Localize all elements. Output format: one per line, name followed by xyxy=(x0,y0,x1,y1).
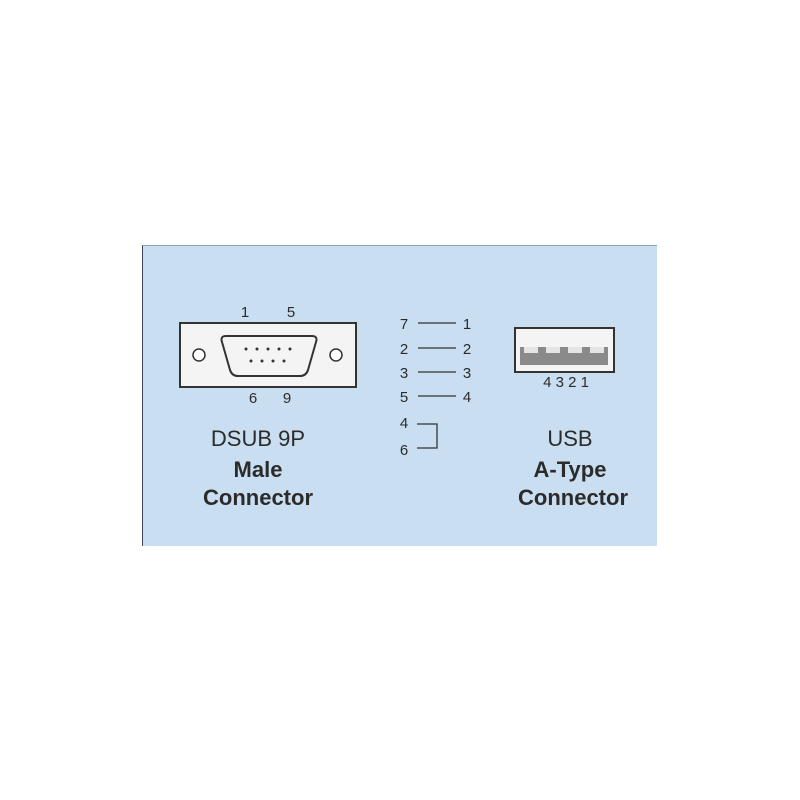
wire-4-left-pin: 5 xyxy=(400,389,408,406)
dsub-caption-title: DSUB 9P xyxy=(211,426,305,451)
dsub-caption-male: Male xyxy=(234,457,283,482)
usb-tongue xyxy=(520,347,608,365)
usb-contact-1 xyxy=(590,347,604,353)
loop-bottom-pin: 6 xyxy=(400,442,408,459)
dsub-pin-5-label: 5 xyxy=(287,304,295,321)
wire-2-left-pin: 2 xyxy=(400,341,408,358)
usb-connector: 4 3 2 1 USB A-Type Connector xyxy=(514,327,628,510)
dsub-pin-holes xyxy=(244,347,292,363)
wire-2-right-pin: 2 xyxy=(463,341,471,358)
dsub-caption-connector: Connector xyxy=(203,485,313,510)
usb-pin-labels: 4 3 2 1 xyxy=(543,374,589,391)
loop-top-pin: 4 xyxy=(400,415,408,432)
usb-contact-2 xyxy=(568,347,582,353)
dsub-mount-hole-right xyxy=(329,348,343,362)
dsub-d-shape xyxy=(220,335,318,377)
wire-1-left-pin: 7 xyxy=(400,316,408,333)
dsub-pin-9-label: 9 xyxy=(283,390,291,407)
wiring-map: 7 1 2 2 3 3 5 4 4 6 xyxy=(400,316,471,459)
dsub-connector: 1 5 6 9 DSUB 9P Male Connector xyxy=(179,304,357,510)
diagram-panel xyxy=(142,245,657,546)
usb-caption-atype: A-Type xyxy=(534,457,607,482)
usb-contact-3 xyxy=(546,347,560,353)
dsub-pin-1-label: 1 xyxy=(241,304,249,321)
loop-bracket xyxy=(417,423,438,449)
wire-4-right-pin: 4 xyxy=(463,389,471,406)
usb-caption-connector: Connector xyxy=(518,485,628,510)
wire-3-right-pin: 3 xyxy=(463,365,471,382)
wire-3-left-pin: 3 xyxy=(400,365,408,382)
usb-contact-4 xyxy=(524,347,538,353)
dsub-mount-hole-left xyxy=(192,348,206,362)
wire-1-right-pin: 1 xyxy=(463,316,471,333)
usb-caption-title: USB xyxy=(547,426,592,451)
dsub-pin-6-label: 6 xyxy=(249,390,257,407)
